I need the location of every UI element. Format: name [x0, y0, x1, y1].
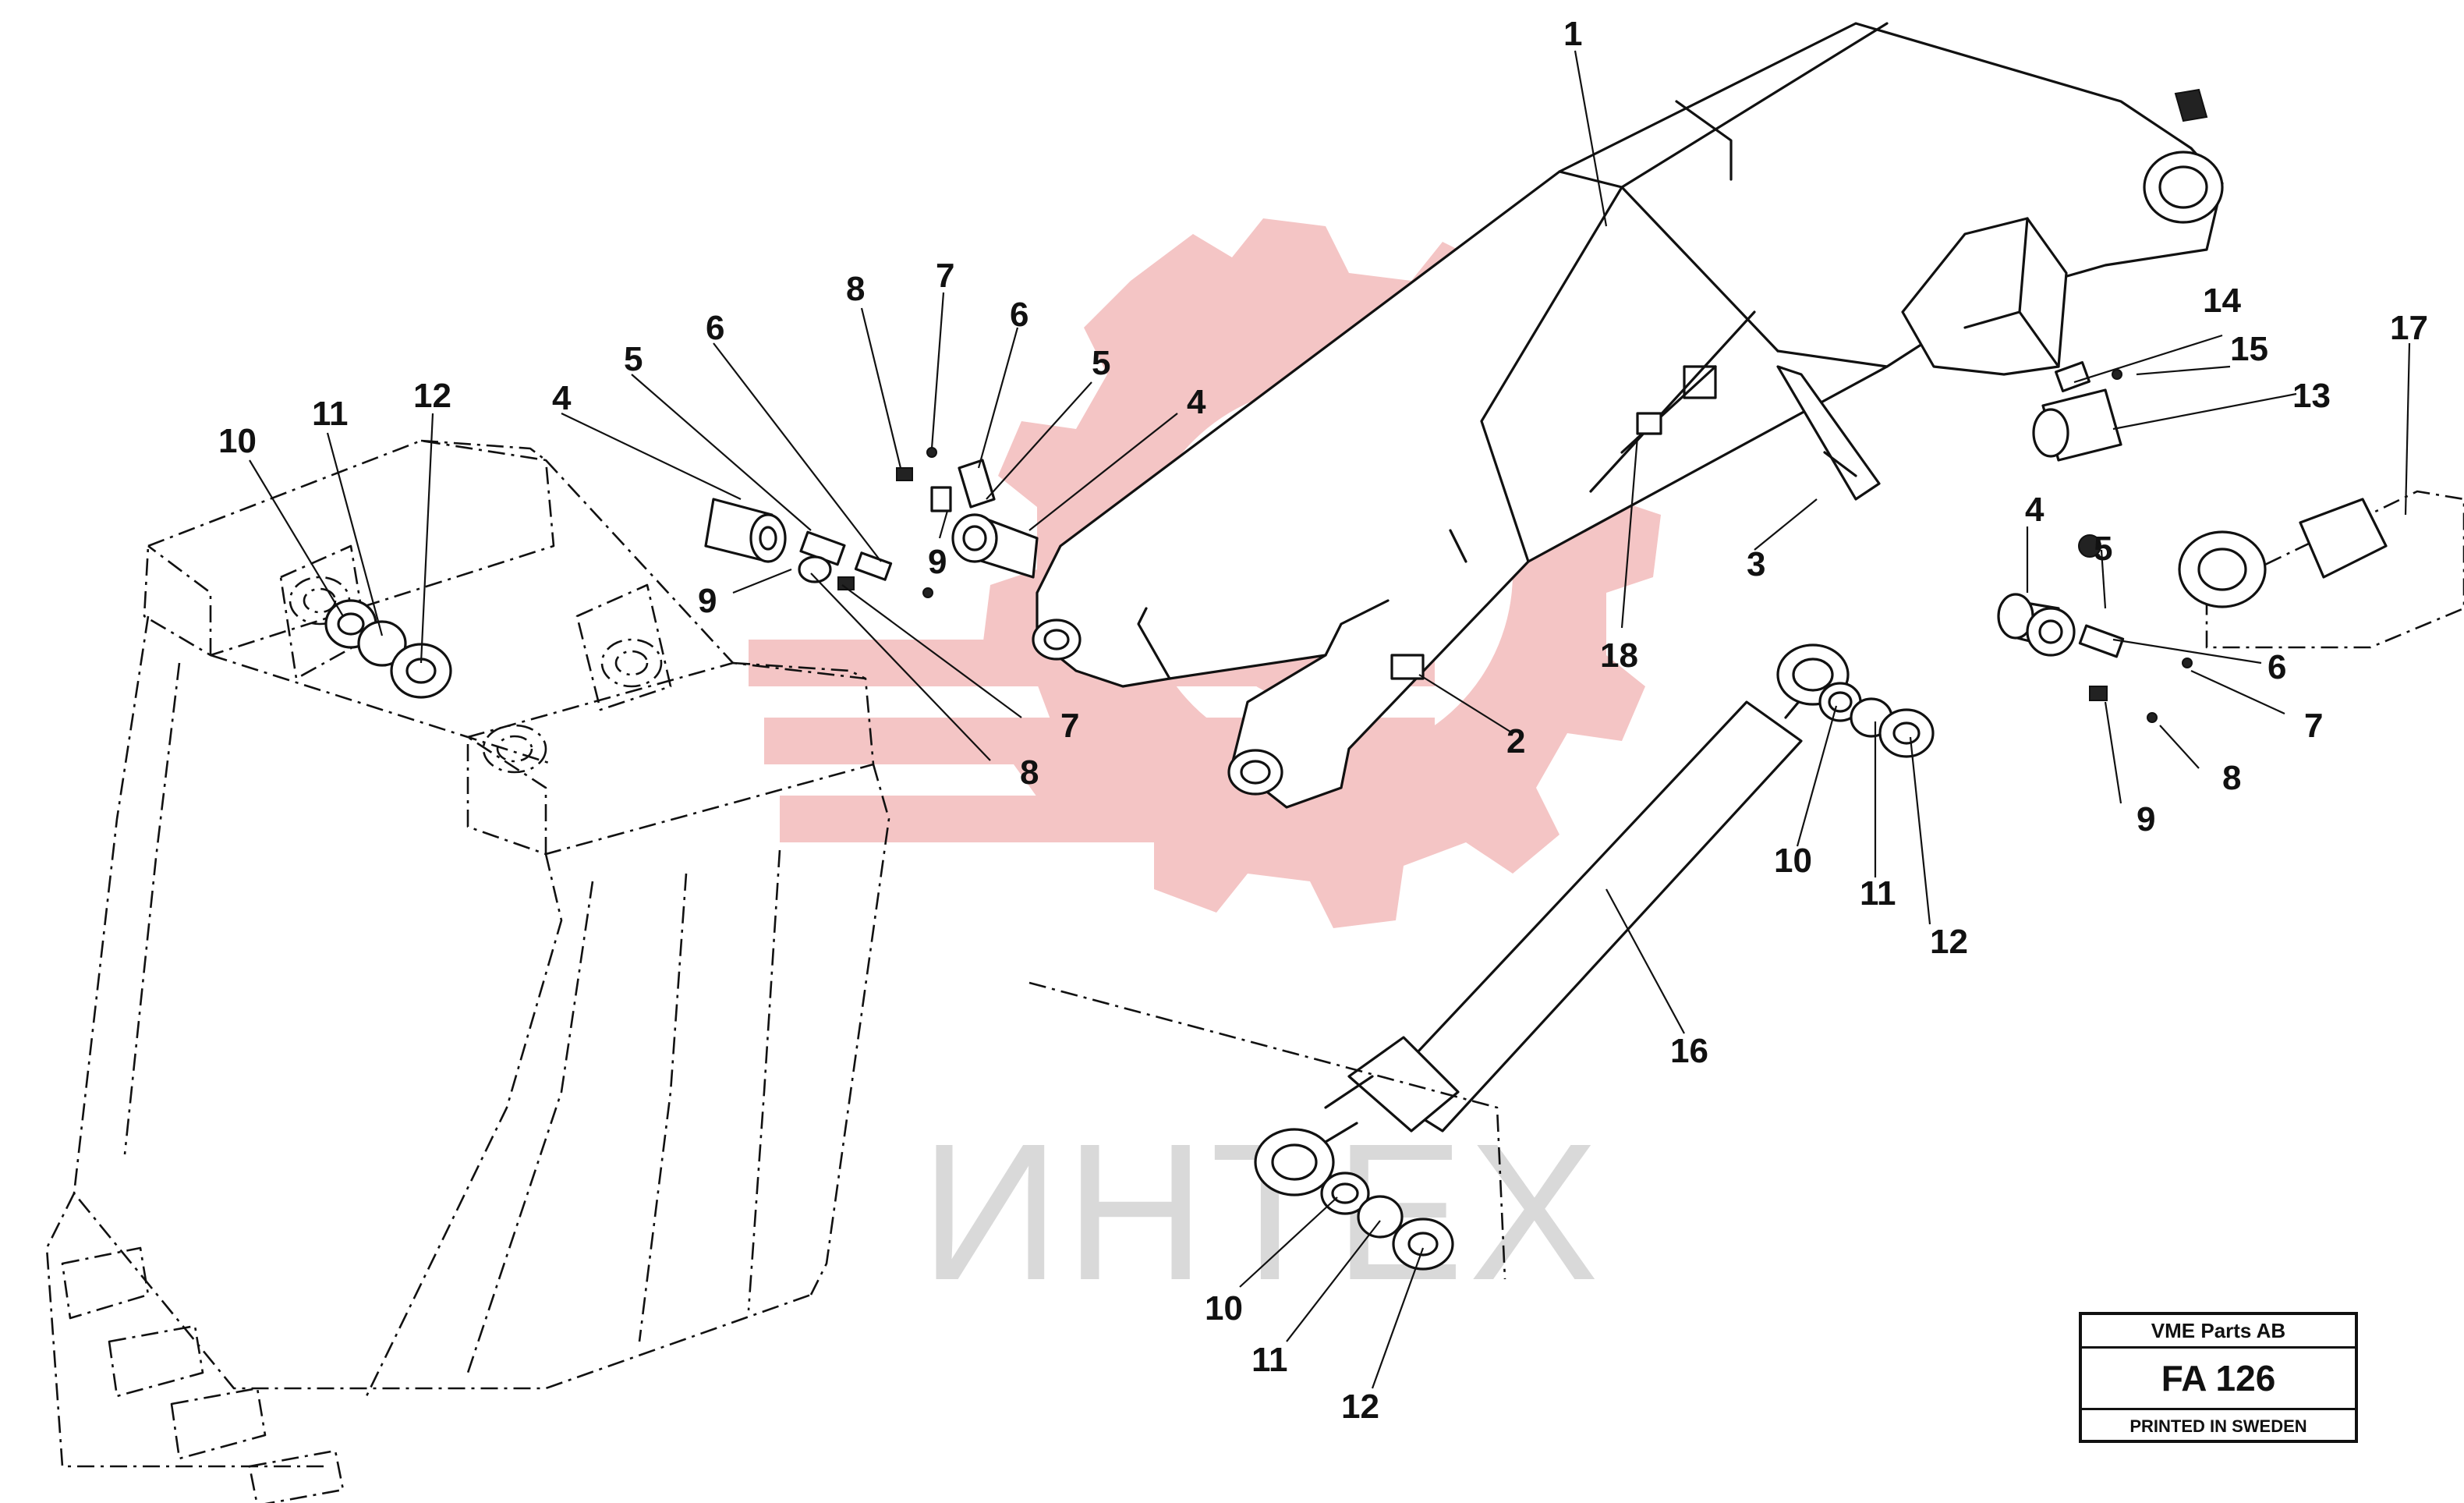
seal-set-lower: [1320, 1172, 1454, 1271]
leader-lines: [249, 50, 2411, 1389]
callout-17: 17: [2390, 309, 2428, 347]
title-block-code: FA 126: [2082, 1349, 2355, 1410]
callout-16: 16: [1670, 1032, 1708, 1070]
callout-6a: 6: [706, 309, 724, 347]
callout-9a: 9: [698, 582, 717, 620]
callout-8a: 8: [1020, 753, 1039, 792]
pin-group-top-right: [2032, 361, 2122, 462]
callout-7c: 7: [2304, 707, 2323, 745]
seal-set-bucket: [324, 599, 452, 699]
callout-11b: 11: [1860, 874, 1896, 913]
watermark-stripe: [780, 796, 1435, 842]
callout-1: 1: [1563, 15, 1582, 53]
callout-10b: 10: [1774, 842, 1812, 880]
watermark-text: ИНТЕХ: [920, 1103, 1603, 1320]
callout-14: 14: [2203, 282, 2241, 320]
bucket: [45, 439, 890, 1503]
pin-group-middle: [896, 447, 1039, 579]
callout-9c: 9: [2137, 800, 2155, 838]
title-block-company: VME Parts AB: [2082, 1315, 2355, 1349]
callout-4c: 4: [2025, 491, 2044, 529]
callout-2: 2: [1506, 722, 1525, 760]
callout-12c: 12: [1341, 1388, 1379, 1426]
title-block-printed: PRINTED IN SWEDEN: [2129, 1416, 2307, 1436]
callout-5c: 5: [2094, 530, 2112, 568]
pin-group-right: [1997, 534, 2193, 723]
boom-shaft-17: [2178, 490, 2464, 649]
callout-6c: 6: [2268, 648, 2286, 686]
callout-13: 13: [2292, 377, 2331, 415]
callout-12a: 12: [413, 377, 451, 415]
callout-9b: 9: [928, 543, 947, 581]
bracket-3: [1776, 365, 1881, 501]
hydraulic-cylinder-16: [1028, 643, 1850, 1280]
callout-11a: 11: [312, 395, 349, 433]
pin-group-left: [704, 498, 933, 598]
callout-labels: 1 2 3 18 17 16 14 15 13 4 5 6 7 8 9 10 1…: [218, 15, 2428, 1426]
callout-10a: 10: [218, 422, 257, 460]
callout-4b: 4: [1187, 383, 1206, 421]
callout-12b: 12: [1930, 923, 1968, 961]
dipper-arm: [1032, 22, 2224, 809]
callout-11c: 11: [1251, 1341, 1288, 1379]
callout-7b: 7: [936, 257, 954, 295]
title-block: VME Parts AB FA 126 PRINTED IN SWEDEN: [2079, 1312, 2358, 1443]
callout-7a: 7: [1060, 707, 1079, 745]
callout-15: 15: [2230, 330, 2268, 368]
callout-8c: 8: [2222, 759, 2241, 797]
callout-6b: 6: [1010, 296, 1028, 334]
callout-10c: 10: [1205, 1289, 1243, 1328]
callout-3: 3: [1747, 545, 1765, 583]
callout-5b: 5: [1092, 344, 1110, 382]
callout-4a: 4: [552, 379, 572, 417]
callout-5a: 5: [624, 340, 643, 378]
grease-nipple-block: [1390, 654, 1425, 680]
seal-set-upper: [1818, 682, 1935, 758]
callout-18: 18: [1600, 636, 1638, 675]
callout-8b: 8: [846, 270, 865, 308]
